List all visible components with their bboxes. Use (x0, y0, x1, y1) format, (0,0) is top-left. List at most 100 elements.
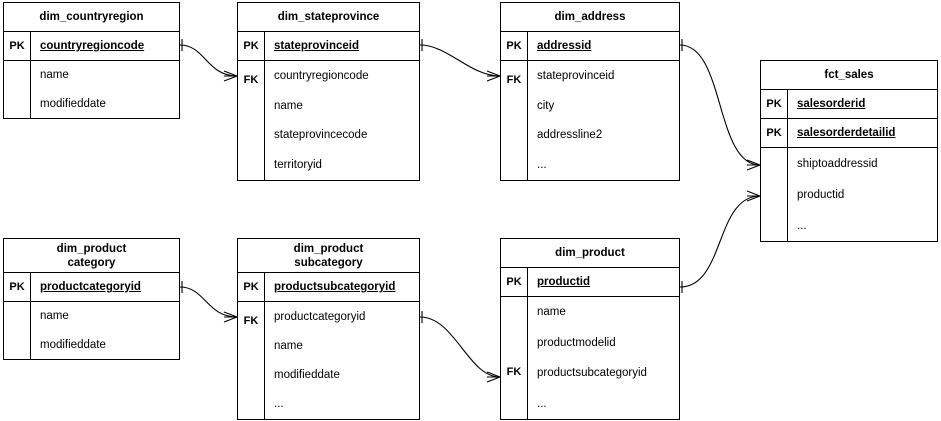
relationship-rel-subcategory-product[interactable] (419, 311, 501, 383)
key-marker-empty (4, 61, 30, 90)
entity-title: dim_product subcategory (238, 239, 419, 273)
relationship-line (679, 44, 761, 166)
key-marker-empty (501, 127, 527, 154)
attribute-row[interactable]: territoryid (265, 150, 419, 180)
entity-title: dim_product category (4, 239, 179, 273)
attribute-block: FK stateprovinceid city addressline2... (501, 61, 679, 180)
key-marker-column: FK (238, 61, 265, 180)
attribute-name: productsubcategoryid (537, 367, 647, 380)
key-marker: PK (238, 273, 265, 301)
key-marker-empty (4, 331, 30, 360)
attribute-name: shiptoaddressid (797, 157, 878, 170)
cardinality-many-crowsfoot (746, 159, 761, 171)
attribute-name: modifieddate (274, 369, 340, 382)
attribute-row[interactable]: stateprovincecode (265, 121, 419, 151)
attribute-block: name modifieddate (4, 302, 179, 359)
attribute-row[interactable]: ... (528, 150, 679, 180)
key-marker: PK (501, 32, 528, 60)
attribute-block: name modifieddate (4, 61, 179, 118)
attribute-name: ... (537, 159, 547, 172)
attribute-row[interactable]: productsubcategoryid (528, 358, 679, 389)
key-marker-column (761, 148, 788, 241)
attribute-row[interactable]: name (31, 302, 179, 331)
key-marker: FK (243, 74, 259, 87)
attribute-row[interactable]: ... (265, 390, 419, 419)
relationship-rel-address-sales[interactable] (679, 39, 761, 171)
entity-title: dim_product (501, 239, 679, 268)
key-marker: PK (238, 32, 265, 60)
attribute-row[interactable]: modifieddate (31, 90, 179, 119)
attribute-name: ... (274, 398, 284, 411)
attribute-name: ... (537, 397, 547, 410)
attribute-row[interactable]: countryregioncode (265, 61, 419, 91)
key-marker: PK (761, 119, 788, 147)
attribute-row[interactable]: ... (788, 210, 937, 241)
attribute-row[interactable]: stateprovinceid (528, 61, 679, 91)
attribute-name: stateprovinceid (537, 69, 615, 82)
key-marker-empty (761, 179, 787, 210)
key-marker: FK (243, 315, 259, 328)
attribute-list: name modifieddate (31, 61, 179, 118)
attribute-row[interactable]: productmodelid (528, 328, 679, 359)
relationship-rel-product-sales[interactable] (679, 190, 761, 293)
attribute-name: salesorderid (797, 98, 866, 110)
key-marker-column: FK (501, 61, 528, 180)
relationship-rel-countryregion-stateprovince[interactable] (179, 39, 238, 82)
attribute-block: FK name productmodelid productsubcategoryid… (501, 297, 679, 419)
attribute-row[interactable]: name (528, 297, 679, 328)
attribute-list: productcategoryid name modifieddate... (265, 302, 419, 419)
attribute-row[interactable]: modifieddate (31, 331, 179, 360)
relationship-line (179, 286, 238, 318)
attribute-block: shiptoaddressid productid... (761, 148, 937, 241)
attribute-row[interactable]: productcategoryid (265, 302, 419, 331)
attribute-row[interactable]: city (528, 91, 679, 121)
entity-title: dim_stateprovince (238, 3, 419, 32)
key-marker-empty (501, 325, 527, 353)
attribute-name: productmodelid (537, 336, 616, 349)
attribute-row[interactable]: PK countryregioncode (4, 32, 179, 61)
attribute-name: productcategoryid (40, 281, 141, 293)
attribute-name: name (40, 310, 69, 323)
attribute-row[interactable]: shiptoaddressid (788, 148, 937, 179)
cardinality-many-crowsfoot (223, 311, 238, 323)
attribute-name: productcategoryid (274, 310, 366, 323)
attribute-name: countryregioncode (40, 40, 145, 52)
attribute-row[interactable]: addressline2 (528, 121, 679, 151)
relationship-rel-productcategory-subcategory[interactable] (179, 281, 238, 323)
key-marker-empty (238, 153, 264, 180)
attribute-name: productid (797, 188, 845, 201)
key-marker: PK (4, 32, 31, 60)
attribute-name: modifieddate (40, 338, 106, 351)
key-marker: FK (506, 365, 522, 378)
attribute-block: FK productcategoryid name modifieddate... (238, 302, 419, 419)
attribute-row[interactable]: name (31, 61, 179, 90)
key-marker-empty (4, 90, 30, 119)
attribute-row[interactable]: name (265, 331, 419, 360)
relationship-line (419, 316, 501, 378)
attribute-name: name (40, 69, 69, 82)
attribute-name: name (274, 339, 303, 352)
attribute-row[interactable]: name (265, 91, 419, 121)
relationship-rel-stateprovince-address[interactable] (419, 39, 501, 82)
attribute-row[interactable]: ... (528, 389, 679, 420)
attribute-row[interactable]: productid (788, 179, 937, 210)
attribute-row[interactable]: modifieddate (265, 361, 419, 390)
attribute-name: city (537, 99, 555, 112)
